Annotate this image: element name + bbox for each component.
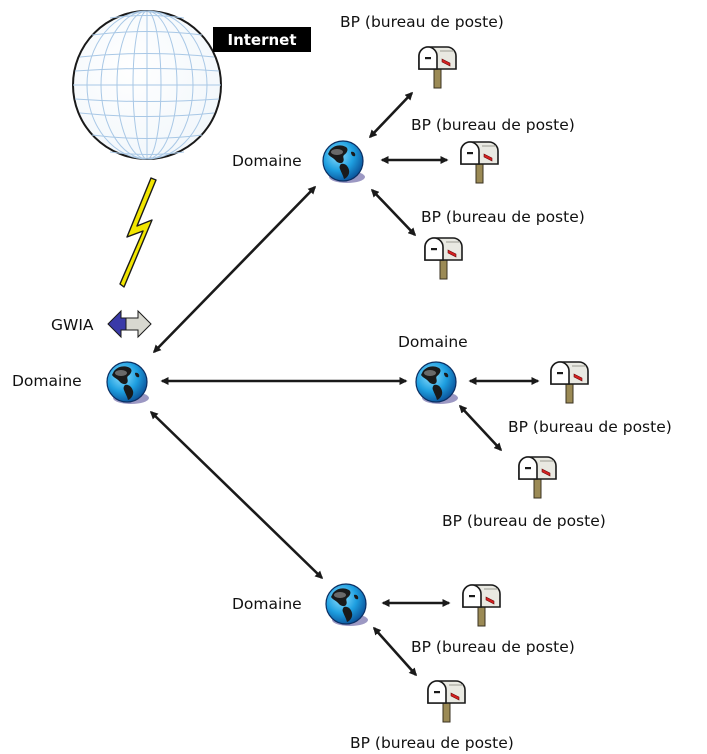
lightning-icon [119,177,157,288]
gwia-label: GWIA [51,316,94,334]
link-domain-middle-po2 [458,404,503,452]
post-office-top-2-label: BP (bureau de poste) [411,116,575,134]
internet-label-text: Internet [227,31,296,49]
post-office-bottom-1-label: BP (bureau de poste) [411,638,575,656]
link-main-to-domain-top [152,185,317,354]
post-office-middle-2-mailbox-icon [518,456,557,499]
domain-main-label: Domaine [12,372,82,390]
domain-middle-globe-icon [415,361,459,405]
domain-bottom-label: Domaine [232,595,302,613]
post-office-top-3-mailbox-icon [424,237,463,280]
post-office-bottom-1-mailbox-icon [462,584,501,627]
post-office-bottom-2-label: BP (bureau de poste) [350,734,514,752]
link-main-to-domain-bottom [149,410,324,580]
domain-bottom-globe-icon [325,583,369,627]
post-office-middle-1-mailbox-icon [550,361,589,404]
gwia-arrows-icon [107,309,152,339]
internet-globe-icon [72,10,222,160]
link-domain-bottom-po2 [373,626,417,677]
post-office-middle-1-label: BP (bureau de poste) [508,418,672,436]
post-office-bottom-2-mailbox-icon [427,680,466,723]
domain-main-globe-icon [106,361,150,405]
post-office-top-2-mailbox-icon [460,141,499,184]
post-office-top-1-label: BP (bureau de poste) [340,13,504,31]
domain-top-globe-icon [322,140,366,184]
post-office-top-1-mailbox-icon [418,46,457,89]
internet-label: Internet [213,27,311,52]
link-domain-top-po1 [368,91,414,139]
domain-middle-label: Domaine [398,333,468,351]
post-office-middle-2-label: BP (bureau de poste) [442,512,606,530]
domain-top-label: Domaine [232,152,302,170]
post-office-top-3-label: BP (bureau de poste) [421,208,585,226]
link-domain-top-po3 [370,188,417,237]
